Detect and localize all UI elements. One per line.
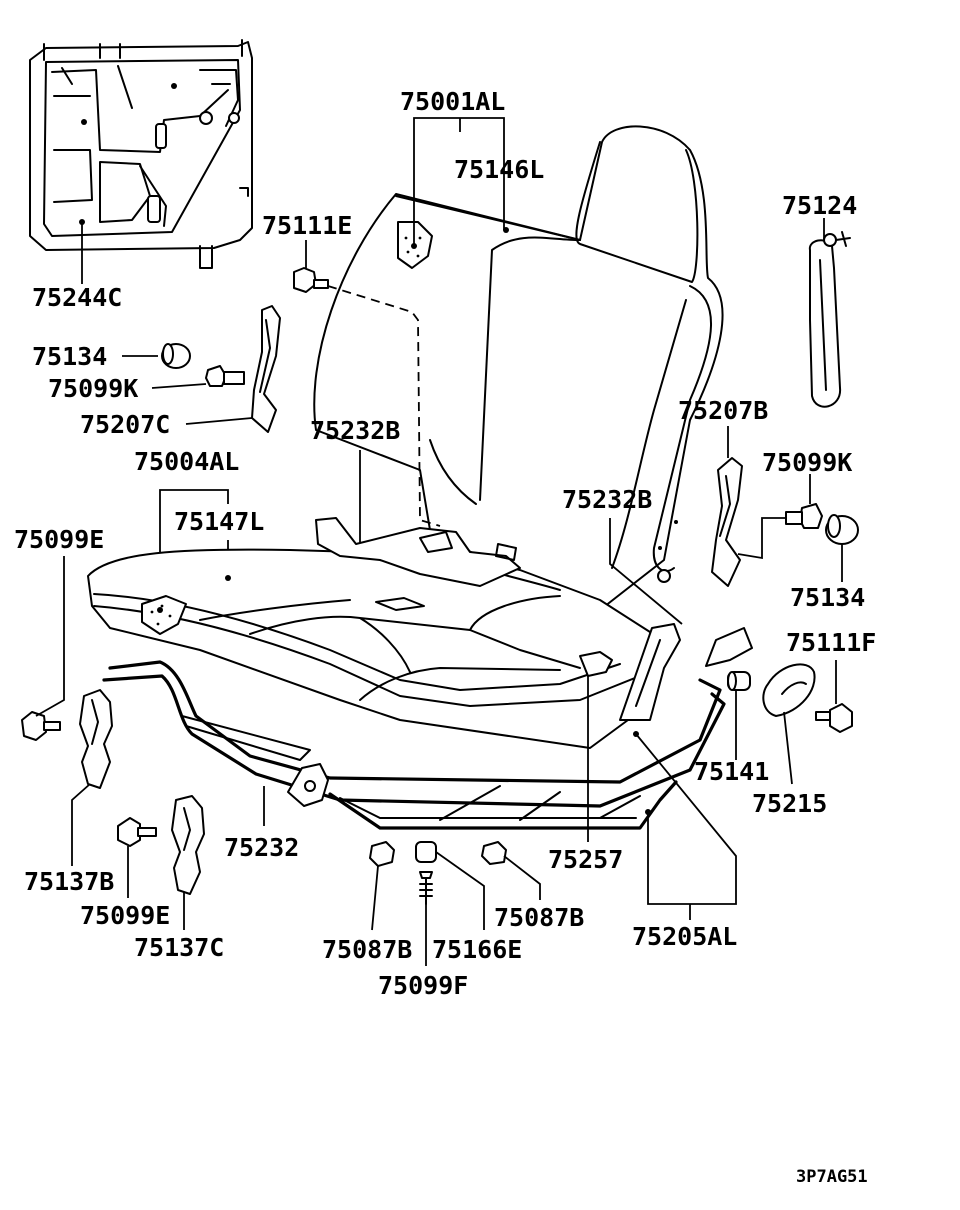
label-75001AL: 75001AL xyxy=(400,87,505,116)
label-75146L: 75146L xyxy=(454,155,544,184)
seat-cushion-assembly xyxy=(87,548,661,749)
part-75134-cap-left xyxy=(161,343,191,369)
part-75099K-bolt-right xyxy=(785,503,823,529)
label-75111E: 75111E xyxy=(262,211,352,240)
part-75087B-nut-left xyxy=(369,841,395,867)
part-75099E-bolt-top xyxy=(21,711,61,741)
label-75244C: 75244C xyxy=(32,283,122,312)
label-75099K-left: 75099K xyxy=(48,374,138,403)
part-75099F-screw xyxy=(419,871,433,905)
label-75137C: 75137C xyxy=(134,933,224,962)
label-75099K-right: 75099K xyxy=(762,448,852,477)
label-75099E-bottom: 75099E xyxy=(80,901,170,930)
label-75087B-left: 75087B xyxy=(322,935,412,964)
part-75215-cover-right xyxy=(762,663,816,717)
part-75124-strap xyxy=(808,231,851,408)
part-75111E-bolt xyxy=(293,267,329,293)
label-75257: 75257 xyxy=(548,845,623,874)
label-75215: 75215 xyxy=(752,789,827,818)
seat-frame-rails xyxy=(102,517,753,830)
part-75099K-bolt-left xyxy=(205,365,245,387)
label-75111F: 75111F xyxy=(786,628,876,657)
part-75207C-cover-left xyxy=(251,305,281,433)
part-75137C-lever xyxy=(171,795,205,895)
part-75141-sleeve xyxy=(727,671,751,691)
label-75141: 75141 xyxy=(694,757,769,786)
part-75137B-lever xyxy=(79,689,113,789)
label-75147L: 75147L xyxy=(174,507,264,536)
label-75099F: 75099F xyxy=(378,971,468,1000)
part-75111F-bolt-right xyxy=(815,703,853,733)
label-75134-right: 75134 xyxy=(790,583,865,612)
label-75004AL: 75004AL xyxy=(134,447,239,476)
part-75099E-bolt-bottom xyxy=(117,817,157,847)
drawing-code: 3P7AG51 xyxy=(796,1167,868,1187)
label-75232B-right: 75232B xyxy=(562,485,652,514)
label-75087B-right: 75087B xyxy=(494,903,584,932)
part-75134-cap-right xyxy=(825,514,859,545)
part-75166E-bushing xyxy=(415,841,437,863)
part-75207B-cover-right xyxy=(711,457,743,587)
label-75134-left: 75134 xyxy=(32,342,107,371)
label-75207C: 75207C xyxy=(80,410,170,439)
label-75232: 75232 xyxy=(224,833,299,862)
label-75166E: 75166E xyxy=(432,935,522,964)
label-75207B: 75207B xyxy=(678,396,768,425)
label-75099E-top: 75099E xyxy=(14,525,104,554)
label-75232B-left: 75232B xyxy=(310,416,400,445)
part-75087B-nut-right xyxy=(481,841,507,865)
seatback-assembly xyxy=(313,125,724,611)
label-75137B: 75137B xyxy=(24,867,114,896)
label-75124: 75124 xyxy=(782,191,857,220)
label-75205AL: 75205AL xyxy=(632,922,737,951)
seat-back-panel-inset xyxy=(29,39,253,284)
